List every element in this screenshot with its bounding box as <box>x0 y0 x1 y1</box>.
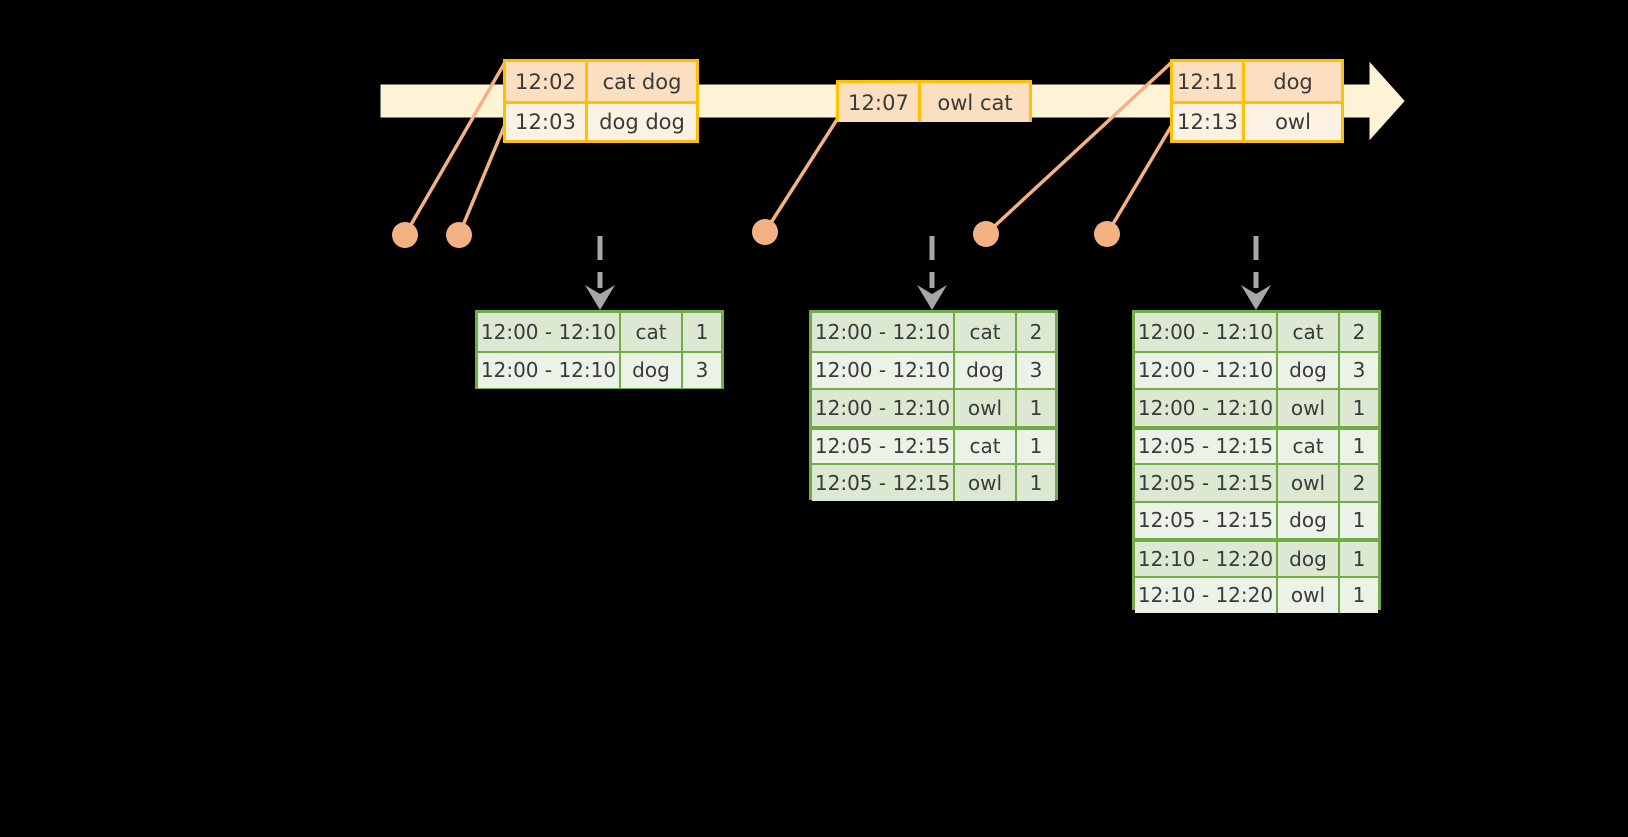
table-row[interactable]: 12:00 - 12:10 owl 1 <box>1135 388 1378 426</box>
cell-window: 12:00 - 12:10 <box>812 352 955 388</box>
cell-window: 12:00 - 12:10 <box>478 352 621 388</box>
cell-count: 1 <box>1029 395 1043 420</box>
cell-window: 12:00 - 12:10 <box>1135 390 1278 426</box>
event-row[interactable]: 12:07 owl cat <box>839 83 1029 122</box>
dashed-arrow-3 <box>1241 236 1271 310</box>
event-value: owl cat <box>937 90 1013 115</box>
event-time: 12:03 <box>506 104 588 140</box>
connector-line-2 <box>457 125 506 237</box>
cell-window: 12:00 - 12:10 <box>478 313 621 351</box>
table-row[interactable]: 12:00 - 12:10 dog 3 <box>1135 350 1378 388</box>
event-value: dog <box>1273 69 1313 94</box>
cell-count: 3 <box>695 358 709 383</box>
cell-count: 3 <box>1352 358 1366 383</box>
connector-line-1 <box>403 62 506 237</box>
cell-count: 2 <box>1352 319 1366 344</box>
cell-key: cat <box>1278 313 1340 351</box>
cell-window: 12:05 - 12:15 <box>812 429 955 463</box>
cell-key: dog <box>1278 542 1340 576</box>
dashed-arrow-1 <box>585 236 615 310</box>
event-time: 12:07 <box>839 83 921 122</box>
cell-key: cat <box>621 313 683 351</box>
cell-count: 1 <box>1352 508 1366 533</box>
dashed-arrow-2 <box>917 236 947 310</box>
event-row[interactable]: 12:02 cat dog <box>506 62 696 101</box>
event-group-1[interactable]: 12:02 cat dog 12:03 dog dog <box>503 59 699 143</box>
aggregate-table-2[interactable]: 12:00 - 12:10 cat 2 12:00 - 12:10 dog 3 … <box>809 310 1058 501</box>
cell-count: 1 <box>1029 470 1043 495</box>
event-value: owl <box>1275 110 1311 134</box>
table-row[interactable]: 12:10 - 12:20 owl 1 <box>1135 575 1378 613</box>
cell-key: cat <box>1278 429 1340 463</box>
dot-3 <box>752 219 778 245</box>
cell-count: 1 <box>1029 434 1043 459</box>
event-row[interactable]: 12:13 owl <box>1173 101 1341 140</box>
cell-key: dog <box>955 352 1017 388</box>
cell-window: 12:00 - 12:10 <box>812 313 955 351</box>
cell-key: cat <box>955 313 1017 351</box>
event-time: 12:02 <box>506 62 588 101</box>
dashed-arrows <box>585 236 1271 310</box>
cell-window: 12:00 - 12:10 <box>812 390 955 426</box>
table-row[interactable]: 12:00 - 12:10 owl 1 <box>812 388 1055 426</box>
event-group-3[interactable]: 12:11 dog 12:13 owl <box>1170 59 1344 143</box>
event-row[interactable]: 12:03 dog dog <box>506 101 696 140</box>
cell-window: 12:00 - 12:10 <box>1135 313 1278 351</box>
table-row[interactable]: 12:05 - 12:15 cat 1 <box>812 425 1055 463</box>
cell-key: dog <box>621 352 683 388</box>
table-row[interactable]: 12:10 - 12:20 dog 1 <box>1135 538 1378 576</box>
cell-count: 1 <box>1352 546 1366 571</box>
cell-key: owl <box>1278 465 1340 501</box>
cell-key: dog <box>1278 352 1340 388</box>
event-value: cat dog <box>602 69 682 94</box>
table-row[interactable]: 12:05 - 12:15 owl 2 <box>1135 463 1378 501</box>
cell-window: 12:00 - 12:10 <box>1135 352 1278 388</box>
cell-count: 1 <box>695 319 709 344</box>
event-time: 12:13 <box>1173 104 1245 140</box>
aggregate-table-3[interactable]: 12:00 - 12:10 cat 2 12:00 - 12:10 dog 3 … <box>1132 310 1381 613</box>
table-row[interactable]: 12:05 - 12:15 dog 1 <box>1135 500 1378 538</box>
cell-key: owl <box>1278 390 1340 426</box>
connector-line-5 <box>1105 123 1174 236</box>
cell-window: 12:05 - 12:15 <box>1135 465 1278 501</box>
connector-line-3 <box>763 116 840 234</box>
table-row[interactable]: 12:00 - 12:10 cat 2 <box>1135 313 1378 351</box>
cell-count: 2 <box>1029 319 1043 344</box>
cell-window: 12:10 - 12:20 <box>1135 542 1278 576</box>
cell-count: 1 <box>1352 583 1366 608</box>
cell-window: 12:05 - 12:15 <box>1135 502 1278 538</box>
table-row[interactable]: 12:00 - 12:10 dog 3 <box>478 350 721 388</box>
event-row[interactable]: 12:11 dog <box>1173 62 1341 101</box>
table-row[interactable]: 12:05 - 12:15 owl 1 <box>812 463 1055 501</box>
aggregate-table-1[interactable]: 12:00 - 12:10 cat 1 12:00 - 12:10 dog 3 <box>475 310 724 389</box>
dot-5 <box>1094 221 1120 247</box>
dot-4 <box>973 221 999 247</box>
cell-count: 1 <box>1352 434 1366 459</box>
cell-window: 12:10 - 12:20 <box>1135 577 1278 613</box>
cell-key: owl <box>955 390 1017 426</box>
cell-window: 12:05 - 12:15 <box>1135 429 1278 463</box>
event-time: 12:11 <box>1173 62 1245 101</box>
dot-2 <box>446 222 472 248</box>
cell-count: 2 <box>1352 470 1366 495</box>
cell-key: cat <box>955 429 1017 463</box>
dot-1 <box>392 222 418 248</box>
cell-window: 12:05 - 12:15 <box>812 465 955 501</box>
table-row[interactable]: 12:00 - 12:10 cat 2 <box>812 313 1055 351</box>
table-row[interactable]: 12:00 - 12:10 dog 3 <box>812 350 1055 388</box>
event-value: dog dog <box>599 110 685 134</box>
cell-count: 3 <box>1029 358 1043 383</box>
cell-key: owl <box>955 465 1017 501</box>
connector-dots <box>392 219 1120 248</box>
cell-count: 1 <box>1352 395 1366 420</box>
cell-key: dog <box>1278 502 1340 538</box>
table-row[interactable]: 12:00 - 12:10 cat 1 <box>478 313 721 351</box>
table-row[interactable]: 12:05 - 12:15 cat 1 <box>1135 425 1378 463</box>
event-group-2[interactable]: 12:07 owl cat <box>836 80 1032 122</box>
cell-key: owl <box>1278 577 1340 613</box>
